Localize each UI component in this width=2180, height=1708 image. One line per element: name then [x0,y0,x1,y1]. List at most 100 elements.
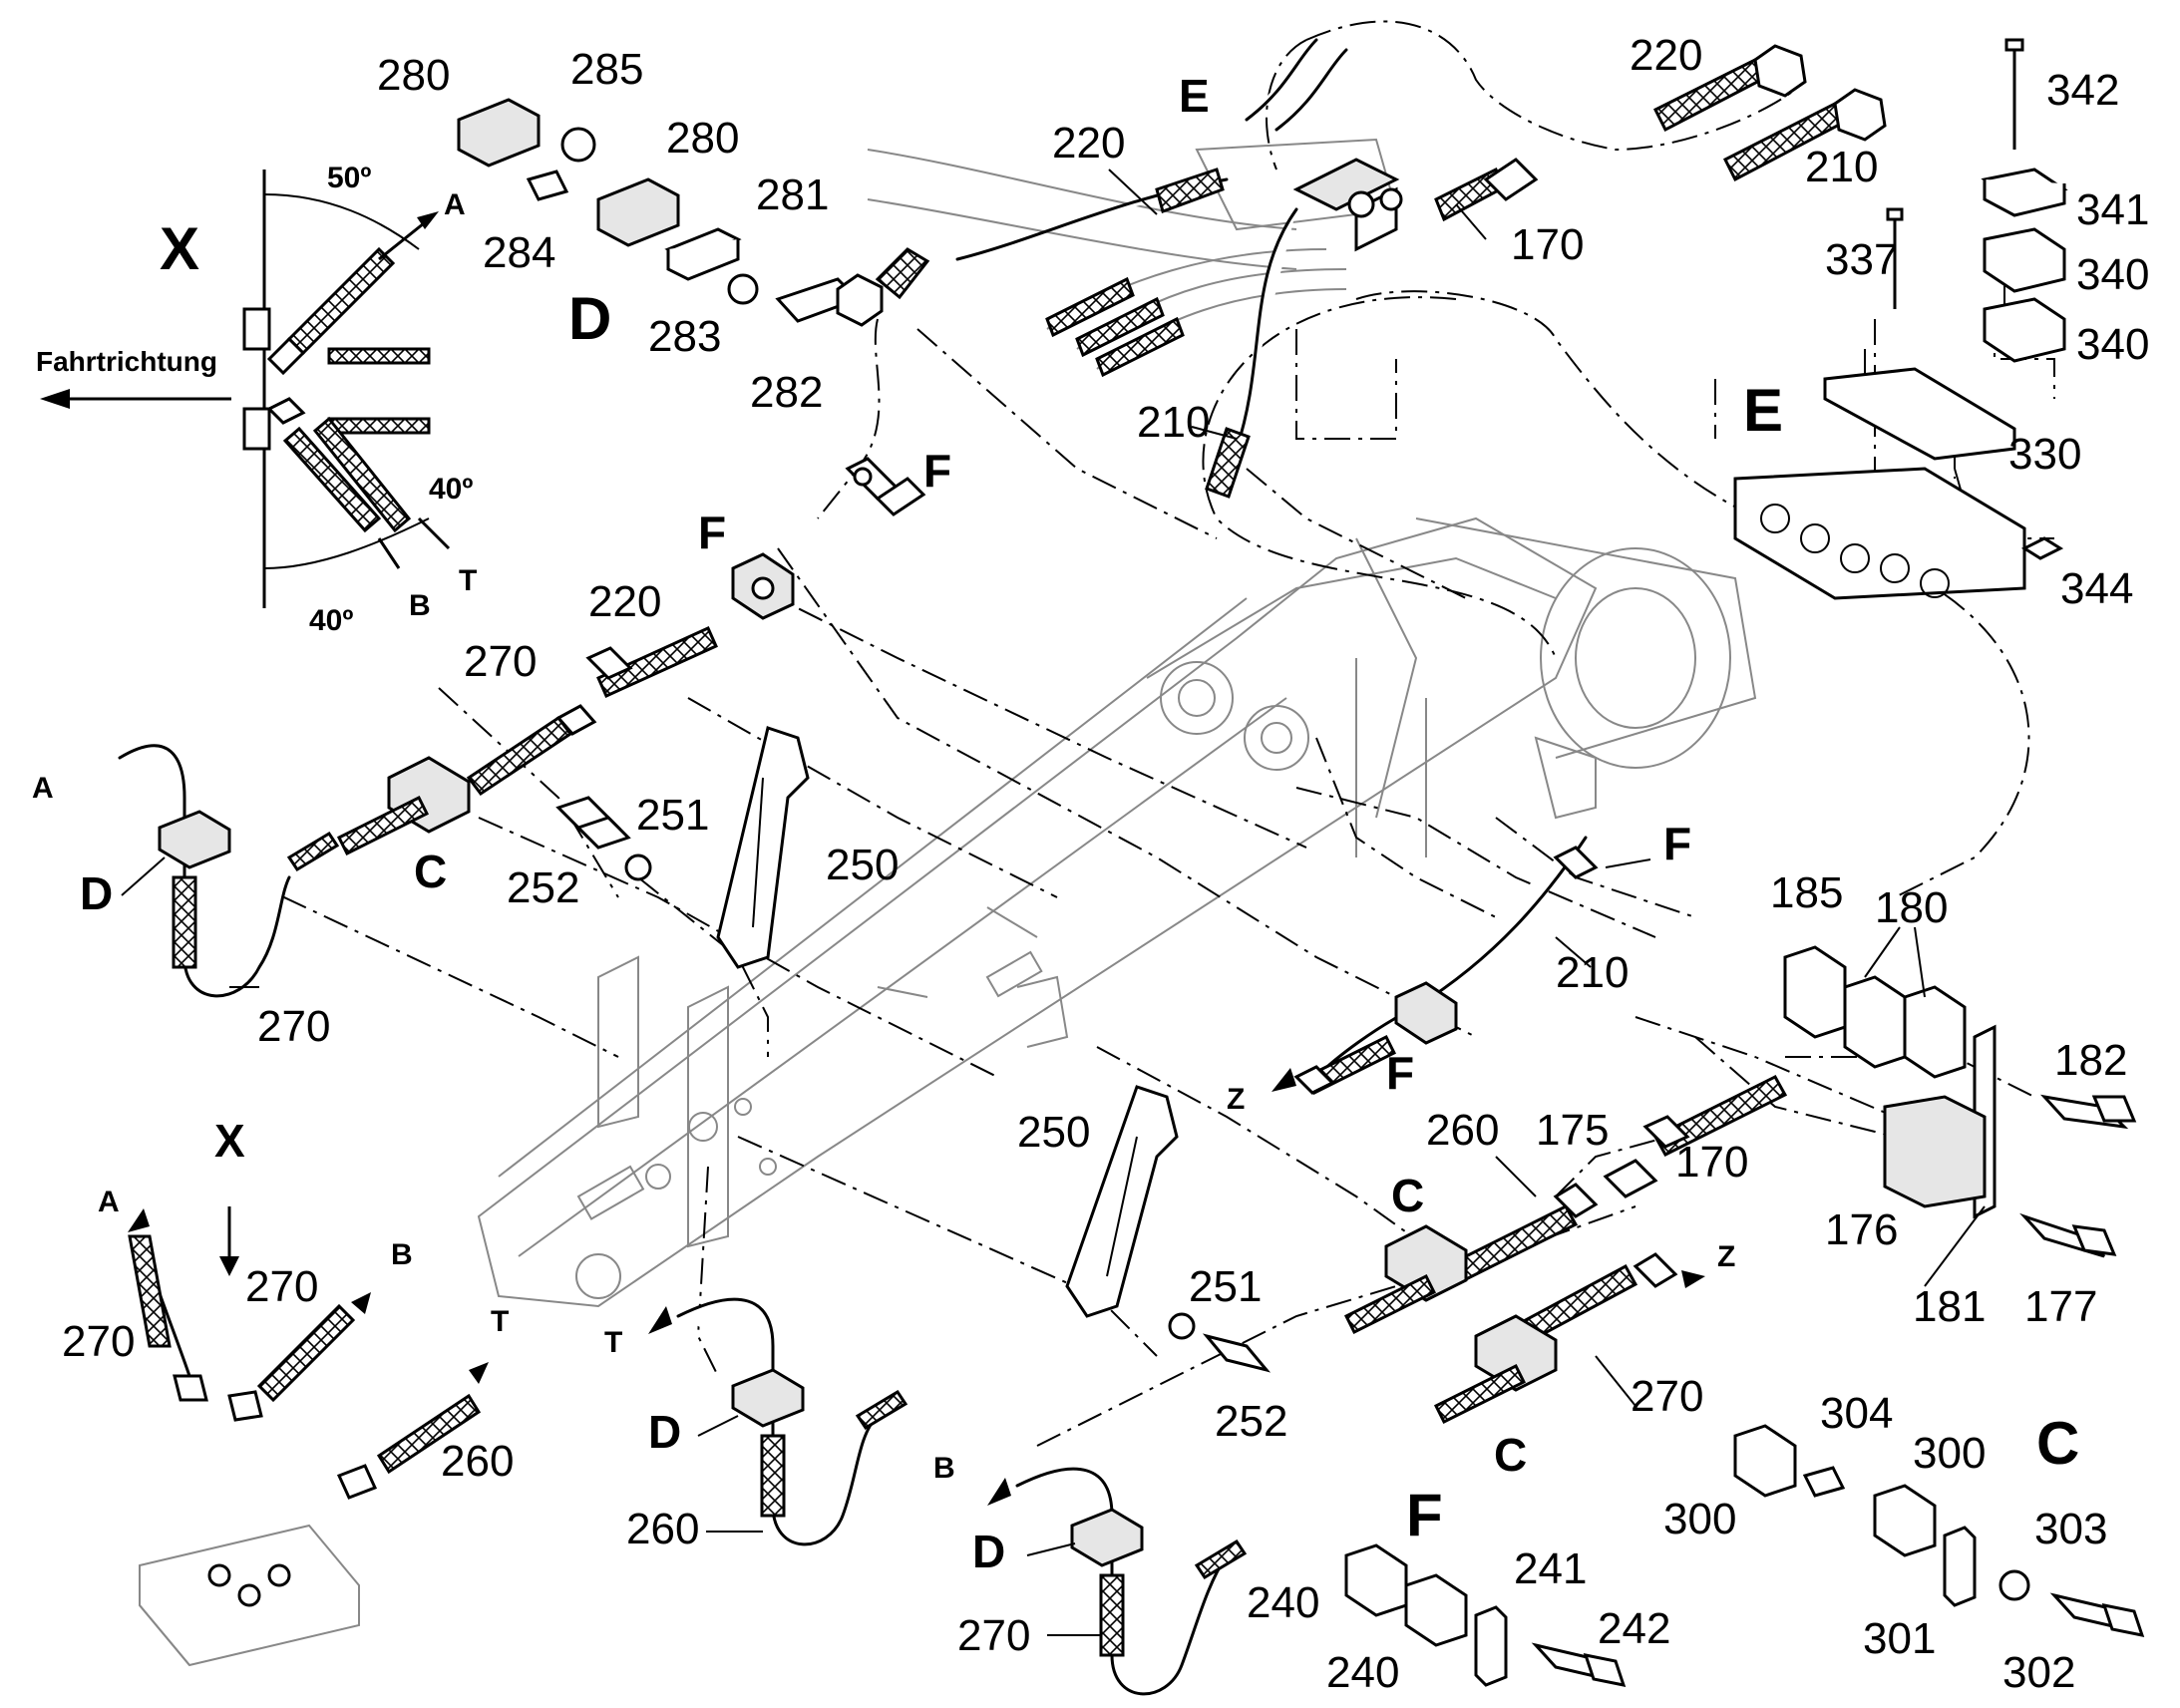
label-b-mid: B [933,1452,955,1485]
label-344: 344 [2060,564,2133,613]
label-240-a: 240 [1247,1578,1319,1627]
label-angle-50: 50º [327,162,371,194]
label-270-d: 270 [62,1317,135,1366]
label-d-mid: D [648,1406,681,1458]
label-270-e: 270 [245,1262,318,1311]
label-300-b: 300 [1663,1495,1736,1543]
label-x-arrow: X [214,1115,245,1167]
label-a-left: A [32,772,54,805]
hose-210-right [1272,836,1599,1096]
label-e-top: E [1179,70,1210,122]
label-f-right: F [1663,818,1691,869]
label-341: 341 [2076,185,2149,234]
label-177: 177 [2024,1282,2097,1331]
label-251-b: 251 [1189,1262,1262,1311]
bracket-250-right [1065,1085,1272,1373]
label-170-b: 170 [1675,1138,1748,1187]
label-281: 281 [756,171,829,219]
label-a-detail: A [444,188,466,221]
label-241: 241 [1514,1544,1587,1593]
label-210-right: 210 [1556,948,1629,997]
bracket-250-left [555,726,810,969]
clamp-detail-d [457,98,884,327]
label-f-1: F [923,445,951,497]
label-t-detail: T [459,564,477,597]
label-210-upper: 210 [1137,398,1210,447]
label-fahrtrichtung: Fahrtrichtung [36,346,217,377]
label-e-right: E [1743,377,1783,444]
label-260-a: 260 [1426,1106,1499,1155]
label-342: 342 [2046,66,2119,115]
label-260-b: 260 [441,1437,514,1486]
label-f-bottom: F [1406,1482,1443,1548]
label-280-b: 280 [666,114,739,163]
label-280-a: 280 [377,51,450,100]
label-302: 302 [2002,1648,2075,1697]
label-x-detail: X [160,215,199,282]
label-185: 185 [1770,868,1843,917]
label-a-bottom-left: A [98,1186,120,1218]
hose-270-mid-right [1433,1252,1705,1425]
label-z-2: Z [1717,1240,1735,1273]
boom-arm [477,516,1757,1308]
clamp-f-upper [845,457,926,516]
label-170-top: 170 [1511,220,1584,269]
label-220-top: 220 [1052,119,1125,168]
hose-260-loop [648,1297,908,1546]
label-d-mid-2: D [972,1526,1005,1577]
label-285: 285 [570,45,643,94]
label-181: 181 [1913,1282,1986,1331]
clamp-stack-e [1733,38,2068,600]
label-d-left: D [80,867,113,919]
label-337: 337 [1825,235,1898,284]
label-b-detail: B [409,589,431,622]
label-270-b: 270 [257,1002,330,1051]
label-270-c: 270 [1631,1372,1703,1421]
valve-block [128,1206,489,1667]
clamp-f-mid [731,552,795,620]
label-182: 182 [2054,1036,2127,1085]
label-283: 283 [648,312,721,361]
label-t-mid: T [604,1326,622,1359]
label-250-b: 250 [1017,1108,1090,1157]
label-250-a: 250 [826,841,899,889]
label-leader-ticks [121,169,1986,1636]
label-c-mid-2: C [1494,1429,1527,1481]
label-f-2: F [698,507,726,558]
label-240-b: 240 [1326,1648,1399,1697]
label-251-a: 251 [636,791,709,840]
label-176: 176 [1825,1205,1898,1254]
label-340-b: 340 [2076,320,2149,369]
label-c-left: C [414,846,447,897]
label-300-a: 300 [1913,1429,1986,1478]
label-330: 330 [2008,430,2081,479]
label-angle-40-b: 40º [309,604,353,637]
hose-210-top [1722,88,1887,182]
hose-270-mid [336,704,597,856]
label-f-3: F [1386,1047,1414,1099]
label-252-a: 252 [507,863,579,912]
clamp-f-parts [1344,1543,1627,1687]
label-220-right-top: 220 [1630,31,1702,80]
label-angle-40-a: 40º [429,473,473,506]
part-labels: 280 285 280 281 284 D 283 282 220 E 220 … [32,31,2149,1697]
label-242: 242 [1598,1604,1670,1653]
label-340-a: 340 [2076,250,2149,299]
label-180: 180 [1875,883,1948,932]
label-z-1: Z [1227,1083,1245,1116]
clamp-180-assembly [1642,945,2137,1258]
label-d-top: D [568,285,611,352]
label-304: 304 [1820,1389,1893,1438]
label-b-bottom-left: B [391,1238,413,1271]
hose-270-loop-bottom [987,1467,1248,1696]
hose-220-mid [585,626,718,698]
label-t-bottom-left: T [491,1305,509,1338]
label-c-mid: C [1391,1170,1424,1221]
label-301: 301 [1863,1614,1936,1663]
label-210-top: 210 [1805,143,1878,191]
top-hose-bundle [867,38,1539,499]
label-270-a: 270 [464,637,537,686]
hose-270-left-loop [118,744,340,998]
label-c-bottom-right: C [2036,1410,2079,1477]
